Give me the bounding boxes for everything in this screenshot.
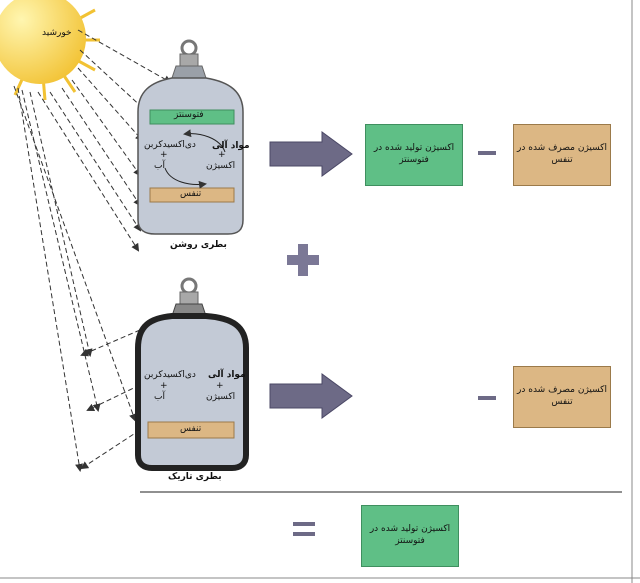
light-photosynthesis-label: فتوسنتز	[174, 110, 204, 120]
dark-water-label: آب	[154, 392, 165, 402]
produced-photosynthesis-box-result: اکسیژن تولید شده در فتوسنتز	[361, 505, 459, 567]
light-co2-label: دی‌اکسیدکربن	[144, 140, 196, 150]
minus-sign-top	[478, 151, 496, 155]
sun-label: خورشید	[42, 28, 72, 38]
dark-oxygen-label: اکسیژن	[206, 392, 236, 402]
light-bottle	[137, 39, 244, 235]
light-oxygen-label: اکسیژن	[206, 161, 236, 171]
dark-co2-label: دی‌اکسیدکربن	[144, 370, 196, 380]
light-plus-2: +	[218, 150, 226, 160]
equals-sign	[293, 522, 315, 536]
arrow-dark-to-result	[269, 373, 353, 419]
dark-organic-label: مواد آلی	[208, 370, 246, 380]
light-water-label: آب	[154, 161, 165, 171]
ray-exit-dark-bottle	[80, 329, 141, 470]
arrow-light-to-result	[269, 131, 353, 177]
light-plus-1: +	[160, 150, 168, 160]
consumed-respiration-box-top: اکسیژن مصرف شده در تنفس	[513, 124, 611, 186]
light-bottle-caption: بطری روشن	[170, 240, 227, 250]
dark-bottle	[135, 277, 249, 471]
dark-plus-1: +	[160, 381, 168, 391]
light-respiration-label: تنفس	[180, 189, 202, 199]
dark-bottle-caption: بطری تاریک	[168, 472, 222, 482]
dark-plus-2: +	[216, 381, 224, 391]
minus-sign-bottom	[478, 396, 496, 400]
sun-rays	[13, 29, 172, 472]
produced-photosynthesis-box-top: اکسیژن تولید شده در فتوسنتز	[365, 124, 463, 186]
light-organic-label: مواد آلی	[212, 141, 250, 151]
dark-respiration-label: تنفس	[180, 424, 202, 434]
plus-sign	[287, 244, 319, 276]
sun-icon	[0, 0, 100, 101]
consumed-respiration-box-bottom: اکسیژن مصرف شده در تنفس	[513, 366, 611, 428]
